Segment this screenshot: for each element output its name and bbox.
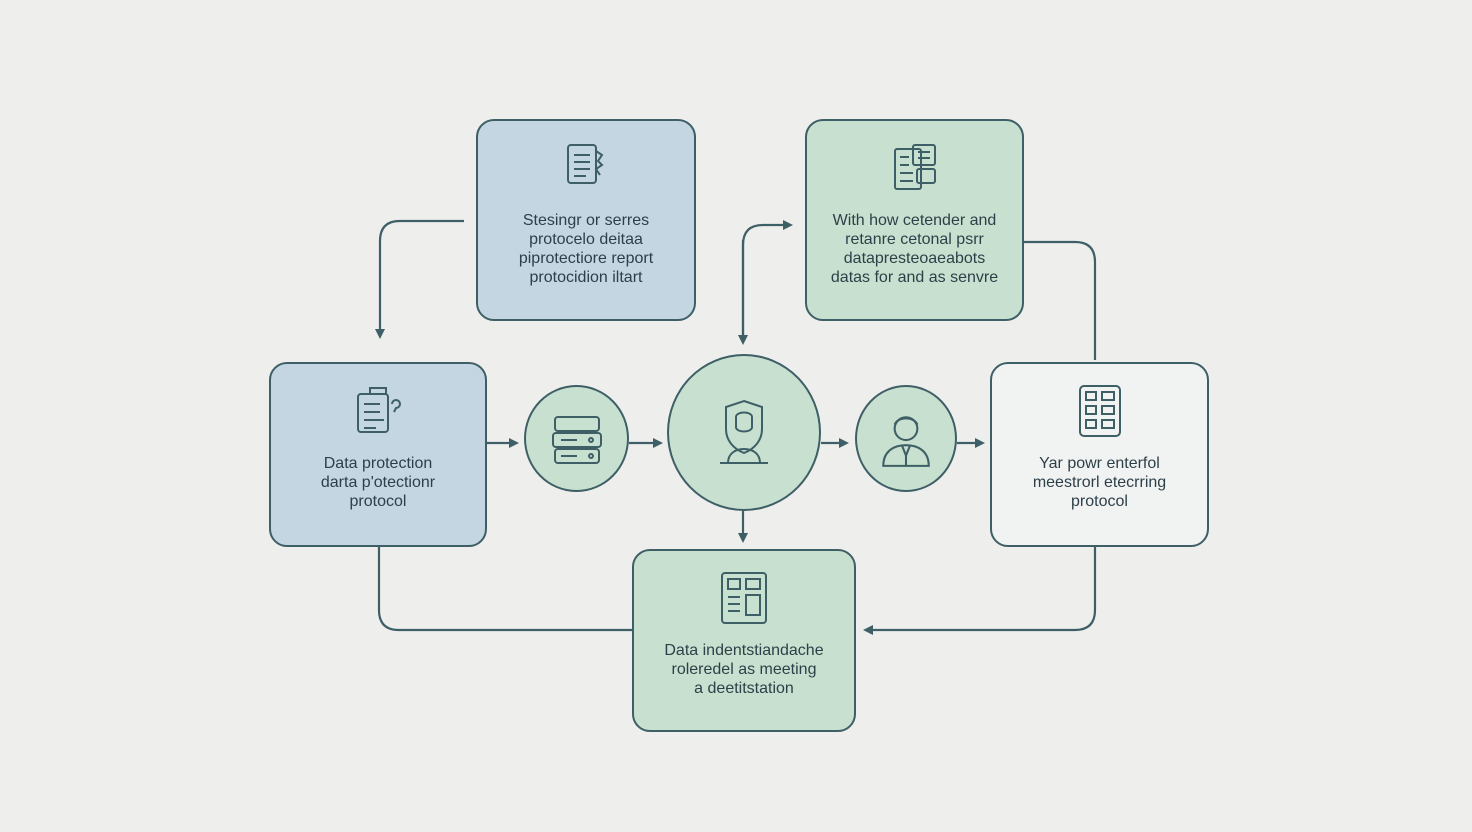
officer-person-icon (882, 415, 930, 467)
document-clip-icon (567, 144, 604, 184)
node-circle-center (667, 354, 821, 511)
node-left: Data protection darta p'otectionr protoc… (269, 362, 487, 547)
node-top-right-label: With how cetender and retanre cetonal ps… (830, 212, 999, 286)
node-right-label: Yar powr enterfol meestrorl etecrring pr… (1032, 455, 1167, 510)
node-bottom-label: Data indentstiandache roleredel as meeti… (664, 642, 824, 697)
report-documents-icon (893, 144, 936, 190)
node-right: Yar powr enterfol meestrorl etecrring pr… (990, 362, 1209, 547)
connector-top-left-to-left (375, 219, 464, 339)
connector-top-right-to-right (1023, 240, 1097, 360)
report-form-icon (721, 572, 767, 624)
data-grid-icon (1078, 385, 1121, 437)
connector-left-to-bottom (377, 546, 632, 632)
node-top-right: With how cetender and retanre cetonal ps… (805, 119, 1024, 321)
node-bottom: Data indentstiandache roleredel as meeti… (632, 549, 856, 732)
document-list-icon (357, 387, 401, 433)
node-top-left-label: Stesingr or serres protocelo deitaa pipr… (518, 212, 654, 286)
node-circle-left (524, 385, 629, 492)
connector-right-to-bottom (863, 546, 1097, 635)
node-circle-right (855, 385, 957, 492)
node-left-label: Data protection darta p'otectionr protoc… (320, 455, 436, 510)
node-top-left: Stesingr or serres protocelo deitaa pipr… (476, 119, 696, 321)
shield-person-icon (720, 399, 768, 464)
server-stack-icon (551, 415, 602, 464)
connector-center-to-top-right (741, 220, 793, 340)
